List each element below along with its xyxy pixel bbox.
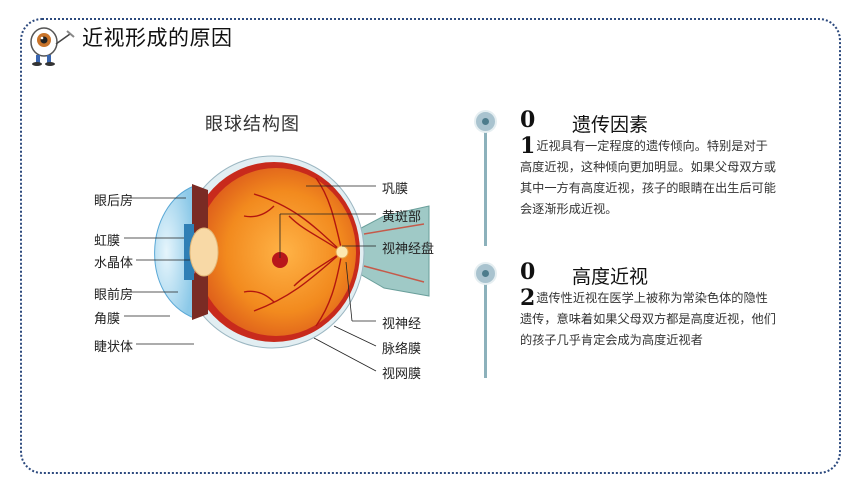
section-heredity: 0 遗传因素 1 近视具有一定程度的遗传倾向。特别是对于高度近视，这种倾向更加明…	[470, 107, 810, 250]
label-macula: 黄斑部	[382, 210, 422, 225]
label-anterior-chamber: 眼前房	[94, 288, 134, 303]
section-number-top: 0	[520, 107, 536, 133]
section-heading: 遗传因素	[572, 114, 649, 136]
label-optic-nerve: 视神经	[382, 317, 422, 332]
section-number-bottom: 1	[520, 133, 536, 159]
eye-mascot-icon	[30, 27, 75, 66]
timeline-dot-icon	[474, 262, 497, 285]
label-ciliary-body: 睫状体	[94, 340, 134, 355]
section-number-bottom: 2	[520, 285, 536, 311]
label-posterior-chamber: 眼后房	[94, 194, 134, 209]
label-sclera: 巩膜	[382, 182, 409, 197]
section-body: 近视具有一定程度的遗传倾向。特别是对于高度近视，这种倾向更加明显。如果父母双方或…	[520, 139, 776, 216]
page-title: 近视形成的原因	[82, 26, 233, 50]
diagram-title: 眼球结构图	[205, 114, 300, 135]
label-optic-disc: 视神经盘	[382, 242, 435, 257]
label-cornea: 角膜	[94, 312, 121, 327]
label-lens: 水晶体	[94, 256, 134, 271]
section-high-myopia: 0 高度近视 2 遗传性近视在医学上被称为常染色体的隐性遗传，意味着如果父母双方…	[470, 259, 810, 382]
eye-anatomy-diagram	[124, 155, 430, 372]
label-choroid: 脉络膜	[382, 342, 422, 357]
section-number-top: 0	[520, 259, 536, 285]
section-body: 遗传性近视在医学上被称为常染色体的隐性遗传，意味着如果父母双方都是高度近视，他们…	[520, 291, 776, 347]
section-heading: 高度近视	[572, 266, 649, 288]
section-timeline-bar	[484, 278, 487, 378]
section-body-container: 2 遗传性近视在医学上被称为常染色体的隐性遗传，意味着如果父母双方都是高度近视，…	[520, 285, 778, 351]
section-timeline-bar	[484, 126, 487, 246]
label-retina: 视网膜	[382, 367, 422, 382]
label-iris: 虹膜	[94, 234, 121, 249]
timeline-dot-icon	[474, 110, 497, 133]
section-body-container: 1 近视具有一定程度的遗传倾向。特别是对于高度近视，这种倾向更加明显。如果父母双…	[520, 133, 778, 220]
